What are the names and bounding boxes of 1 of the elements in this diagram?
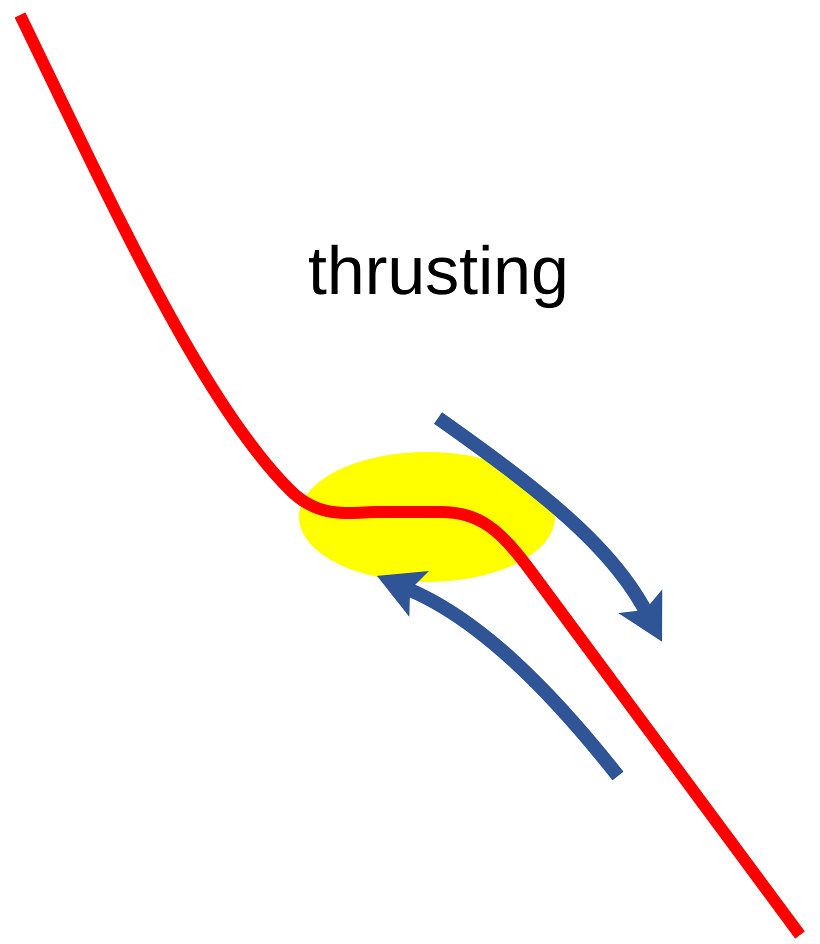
process-label: thrusting <box>308 232 569 310</box>
